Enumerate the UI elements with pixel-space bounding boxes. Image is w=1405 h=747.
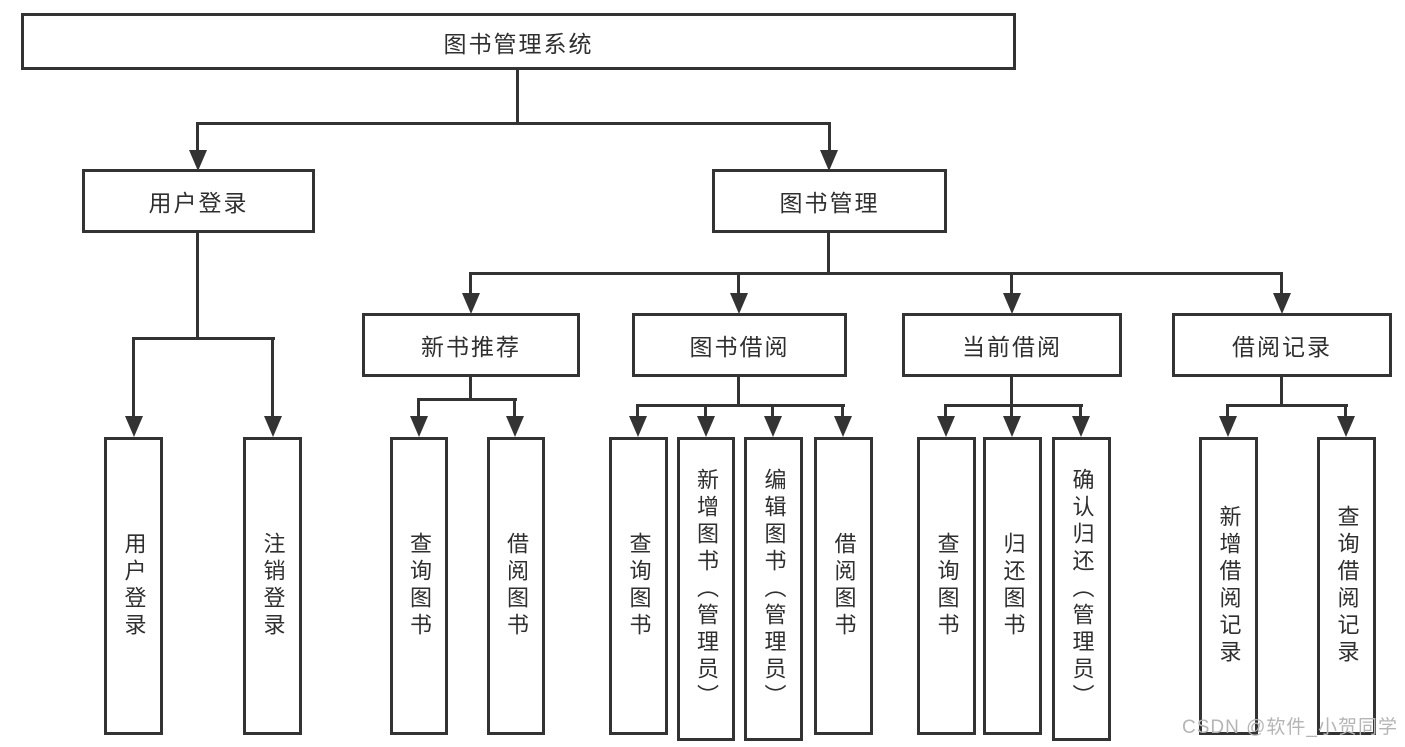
arrowhead-down-icon [730, 293, 748, 314]
connector-leaf-shaft [704, 404, 707, 418]
connector-recommend-bar [417, 398, 517, 401]
connector-root-bar [197, 122, 831, 125]
connector-current-stem [1010, 377, 1013, 404]
arrowhead-down-icon [1003, 293, 1021, 314]
connector-borrow-stem [737, 377, 740, 404]
node-new-book-recommend: 新书推荐 [362, 313, 580, 377]
node-library-management-system: 图书管理系统 [21, 13, 1016, 70]
leaf-add-borrow-record: 新增借阅记录 [1199, 437, 1258, 735]
leaf-query-books: 查询图书 [917, 437, 976, 735]
arrowhead-down-icon [264, 416, 282, 437]
leaf-confirm-return-admin: 确认归还（管理员） [1052, 437, 1111, 741]
leaf-edit-book-admin: 编辑图书（管理员） [744, 437, 803, 741]
arrowhead-down-icon [1003, 416, 1021, 437]
arrowhead-down-icon [1273, 293, 1291, 314]
leaf-user-login: 用户登录 [104, 437, 163, 735]
connector-borrow-bar [636, 404, 845, 407]
connector-user-login-shaft [196, 122, 199, 154]
arrowhead-down-icon [1072, 416, 1090, 437]
connector-login-stem [196, 233, 199, 337]
connector-recommend-stem [469, 377, 472, 398]
arrowhead-down-icon [629, 416, 647, 437]
node-book-borrowing: 图书借阅 [632, 313, 847, 377]
connector-records-bar [1226, 404, 1348, 407]
connector-leaf-shaft [132, 337, 135, 417]
connector-leaf-shaft [1226, 404, 1229, 418]
csdn-watermark: CSDN @软件_小贺同学 [1182, 717, 1398, 738]
arrowhead-down-icon [506, 416, 524, 437]
connector-leaf-shaft [944, 404, 947, 418]
leaf-query-books: 查询图书 [609, 437, 668, 735]
node-user-login: 用户登录 [82, 169, 315, 233]
connector-login-bar [132, 337, 275, 340]
connector-root-stem [516, 70, 519, 122]
connector-leaf-shaft [271, 337, 274, 417]
leaf-add-book-admin: 新增图书（管理员） [677, 437, 735, 741]
arrowhead-down-icon [820, 150, 838, 171]
arrowhead-down-icon [697, 416, 715, 437]
connector-records-stem [1280, 377, 1283, 404]
connector-l3-shaft [1280, 272, 1283, 296]
leaf-borrow-books: 借阅图书 [487, 437, 545, 735]
connector-mgmt-stem [827, 233, 830, 272]
connector-l3-shaft [1010, 272, 1013, 296]
leaf-return-books: 归还图书 [983, 437, 1042, 735]
connector-l3-shaft [737, 272, 740, 296]
connector-leaf-shaft [417, 398, 420, 418]
node-book-management: 图书管理 [712, 169, 947, 233]
arrowhead-down-icon [1337, 416, 1355, 437]
connector-leaf-shaft [771, 404, 774, 418]
leaf-borrow-books: 借阅图书 [814, 437, 873, 735]
connector-leaf-shaft [513, 398, 516, 418]
arrowhead-down-icon [1219, 416, 1237, 437]
arrowhead-down-icon [764, 416, 782, 437]
connector-leaf-shaft [841, 404, 844, 418]
leaf-logout: 注销登录 [243, 437, 302, 735]
connector-mgmt-bar [470, 272, 1283, 275]
connector-leaf-shaft [1010, 404, 1013, 418]
node-current-borrowing: 当前借阅 [902, 313, 1122, 377]
arrowhead-down-icon [462, 293, 480, 314]
connector-leaf-shaft [1079, 404, 1082, 418]
arrowhead-down-icon [937, 416, 955, 437]
arrowhead-down-icon [410, 416, 428, 437]
arrowhead-down-icon [125, 416, 143, 437]
arrowhead-down-icon [189, 150, 207, 171]
arrowhead-down-icon [834, 416, 852, 437]
leaf-query-borrow-record: 查询借阅记录 [1317, 437, 1376, 735]
leaf-query-books: 查询图书 [390, 437, 448, 735]
connector-leaf-shaft [1344, 404, 1347, 418]
connector-book-mgmt-shaft [828, 122, 831, 154]
node-borrowing-records: 借阅记录 [1172, 313, 1392, 377]
connector-current-bar [944, 404, 1083, 407]
connector-leaf-shaft [636, 404, 639, 418]
connector-l3-shaft [469, 272, 472, 296]
